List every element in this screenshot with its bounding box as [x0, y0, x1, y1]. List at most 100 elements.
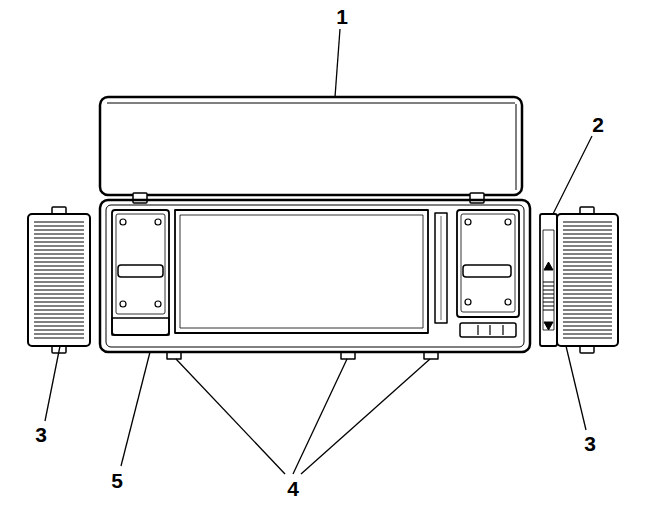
switch-buttons — [460, 323, 516, 337]
left-lamp-module-part — [155, 301, 161, 307]
right-lamp-module-part — [505, 219, 511, 225]
leader-lines-part — [45, 346, 60, 421]
right-lamp-module-part — [461, 214, 515, 312]
left-lens-cover-part-part — [34, 238, 84, 239]
left-lens-cover — [28, 207, 90, 353]
right-lens-cover-part-part — [563, 254, 612, 255]
callout-number: 4 — [287, 478, 299, 499]
switch-strip — [540, 214, 557, 346]
mirror-lid-part — [107, 102, 515, 103]
callout-number: 5 — [111, 470, 123, 491]
left-lens-cover-part-part — [34, 274, 84, 275]
switch-buttons-part — [502, 325, 503, 335]
switch-strip-part — [544, 262, 553, 270]
mirror-lid-part — [133, 193, 147, 203]
left-lens-cover-part-part — [34, 290, 84, 291]
switch-strip-part — [543, 230, 554, 330]
mirror-lid-part — [516, 104, 517, 190]
mirror-lid-part — [100, 97, 522, 195]
trim-bar-part — [435, 213, 447, 323]
switch-strip-part-part — [543, 298, 554, 299]
left-lens-cover-part-part — [34, 246, 84, 247]
left-lens-cover-part-part — [34, 330, 84, 331]
right-lens-cover-part-part — [563, 274, 612, 275]
right-lens-cover-part-part — [563, 246, 612, 247]
left-lens-cover-part-part — [34, 234, 84, 235]
right-lamp-module-part — [505, 299, 511, 305]
left-lamp-module-part — [118, 265, 163, 277]
left-lens-cover-part — [28, 214, 90, 346]
console-housing-part — [106, 205, 524, 347]
right-lens-cover-part-part — [563, 242, 612, 243]
left-lens-cover-part — [34, 222, 84, 338]
left-lamp-module — [112, 210, 169, 335]
right-lens-cover-part-part — [563, 326, 612, 327]
console-housing-part — [341, 352, 355, 359]
right-lens-cover-part-part — [563, 262, 612, 263]
right-lens-cover-part-part — [563, 322, 612, 323]
left-lamp-module-part — [112, 318, 169, 335]
left-lens-cover-part-part — [34, 314, 84, 315]
left-lens-cover-part-part — [34, 258, 84, 259]
switch-strip-part — [544, 322, 553, 330]
mirror-glass-part — [180, 215, 423, 328]
trim-bar-part — [441, 216, 442, 320]
right-lens-cover-part-part — [563, 290, 612, 291]
switch-strip-part-part — [543, 290, 554, 291]
switch-strip-part — [540, 214, 557, 346]
right-lens-cover-part-part — [563, 298, 612, 299]
left-lens-cover-part-part — [34, 266, 84, 267]
left-lens-cover-part-part — [34, 334, 84, 335]
right-lens-cover-part-part — [563, 286, 612, 287]
switch-strip-part-part — [543, 294, 554, 295]
right-lamp-module-part — [463, 265, 511, 277]
right-lens-cover-part-part — [563, 270, 612, 271]
right-lamp-module-part — [465, 219, 471, 225]
switch-strip-part-part — [543, 310, 554, 311]
callout-number: 3 — [35, 424, 47, 445]
right-lens-cover-part-part — [563, 306, 612, 307]
right-lens-cover-part — [563, 222, 612, 338]
mirror-lid — [100, 97, 522, 203]
left-lamp-module-part — [112, 210, 169, 335]
right-lens-cover-part-part — [563, 250, 612, 251]
callout-number: 1 — [336, 6, 348, 27]
right-lens-cover-part-part — [563, 258, 612, 259]
left-lamp-module-part — [116, 214, 165, 314]
left-lens-cover-part-part — [34, 318, 84, 319]
left-lens-cover-part-part — [34, 294, 84, 295]
console-housing — [100, 200, 530, 359]
left-lens-cover-part-part — [34, 326, 84, 327]
switch-strip-part-part — [543, 302, 554, 303]
right-lens-cover-part-part — [563, 278, 612, 279]
switch-strip-part-part — [543, 286, 554, 287]
left-lens-cover-part-part — [34, 270, 84, 271]
left-lens-cover-part-part — [34, 254, 84, 255]
left-lens-cover-part-part — [34, 298, 84, 299]
callout-number: 2 — [592, 114, 604, 135]
mirror-lid-part — [470, 193, 484, 203]
right-lens-cover-part-part — [563, 226, 612, 227]
right-lens-cover-part-part — [563, 222, 612, 223]
switch-strip-part-part — [543, 282, 554, 283]
trim-bar — [435, 213, 447, 323]
right-lamp-module — [457, 210, 519, 317]
leader-lines-part — [566, 346, 586, 430]
right-lens-cover-part-part — [563, 318, 612, 319]
left-lens-cover-part-part — [34, 286, 84, 287]
leader-lines-part — [335, 29, 340, 97]
right-lens-cover — [557, 207, 618, 353]
switch-buttons-part — [460, 323, 516, 337]
right-lamp-module-part — [457, 210, 519, 317]
switch-strip-part-part — [543, 306, 554, 307]
left-lens-cover-part-part — [34, 310, 84, 311]
leader-lines-part — [121, 352, 150, 466]
left-lamp-module-part — [155, 219, 161, 225]
right-lens-cover-part-part — [563, 238, 612, 239]
console-housing-part — [424, 352, 438, 359]
left-lamp-module-part — [120, 301, 126, 307]
switch-strip-part — [543, 282, 554, 310]
leader-lines-part — [301, 359, 430, 474]
left-lens-cover-part-part — [34, 250, 84, 251]
